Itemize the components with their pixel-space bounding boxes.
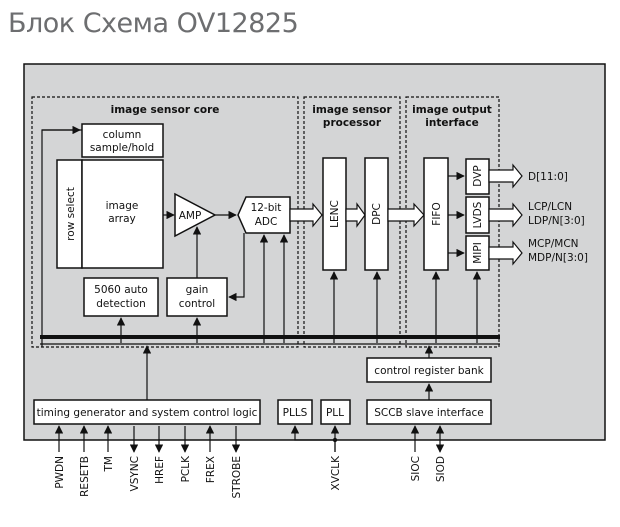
section-processor-label-1: image sensor [312,104,392,116]
adc-label-2: ADC [255,216,278,228]
amp-block [174,192,217,238]
lvds-output-label-1: LCP/LCN [528,201,572,213]
control-register-bank-label: control register bank [374,365,484,377]
mipi-output-arrow [488,240,523,266]
section-output-label-1: image output [412,104,492,116]
plls-label: PLLS [283,407,308,419]
plls-block [277,399,313,425]
pin-siod: SIOD [435,456,447,482]
lenc-to-dpc-arrow [345,202,366,228]
section-processor-frame [303,96,401,348]
mipi-output-label-1: MCP/MCN [528,238,579,250]
pin-pwdn: PWDN [54,456,66,489]
lenc-label: LENC [329,200,341,228]
auto-detection-label-1: 5060 auto [94,284,148,296]
amp-label: AMP [179,210,202,222]
dvp-output-arrow [488,163,523,189]
section-processor-label-2: processor [323,117,382,129]
fifo-label: FIFO [431,202,443,225]
section-core-label: image sensor core [111,104,220,116]
auto-detection-label-2: detection [96,298,146,310]
pin-href: HREF [154,456,166,484]
pin-tm: TM [103,456,115,472]
image-array-label-2: array [108,213,136,225]
lvds-label: LVDS [472,201,484,228]
pin-sioc: SIOC [410,456,422,481]
adc-to-lenc-arrow [289,202,323,228]
fifo-block [423,157,449,271]
gain-control-block [166,277,228,317]
section-output-label-2: interface [425,117,478,129]
section-output-frame [405,96,500,348]
mipi-output-label-2: MDP/N[3:0] [528,252,588,264]
dpc-to-fifo-arrow [387,202,425,228]
row-select-label: row select [65,187,77,241]
pin-pclk: PCLK [180,455,192,483]
gain-control-label-2: control [179,298,215,310]
pll-label: PLL [326,407,344,419]
column-sample-hold-block [81,123,164,158]
pll-block [320,399,351,425]
diagram-title: Блок Схема OV12825 [8,8,299,39]
pin-resetb: RESETB [79,456,91,497]
auto-detection-block [83,277,159,317]
adc-label-1: 12-bit [251,202,282,214]
column-label-1: column [103,129,142,141]
dvp-label: DVP [472,165,484,186]
pin-vsync: VSYNC [129,456,141,491]
xvclk-junction [332,437,338,443]
mipi-label: MIPI [472,242,484,264]
sccb-label: SCCB slave interface [374,407,484,419]
adc-to-gain-line [228,233,245,302]
image-array-block [81,159,164,269]
pin-xvclk: XVCLK [330,455,342,491]
section-core-frame [31,96,299,348]
column-label-2: sample/hold [90,142,154,154]
timing-generator-block [33,399,261,425]
lvds-output-label-2: LDP/N[3:0] [528,215,585,227]
image-array-label-1: image [106,200,139,212]
dpc-label: DPC [371,203,383,225]
timing-generator-label: timing generator and system control logi… [37,407,258,419]
lvds-output-arrow [488,202,523,228]
dvp-output-label: D[11:0] [528,171,568,183]
sccb-block [366,399,492,425]
pin-strobe: STROBE [231,456,243,498]
pin-frex: FREX [205,456,217,483]
gain-control-label-1: gain [186,284,209,296]
